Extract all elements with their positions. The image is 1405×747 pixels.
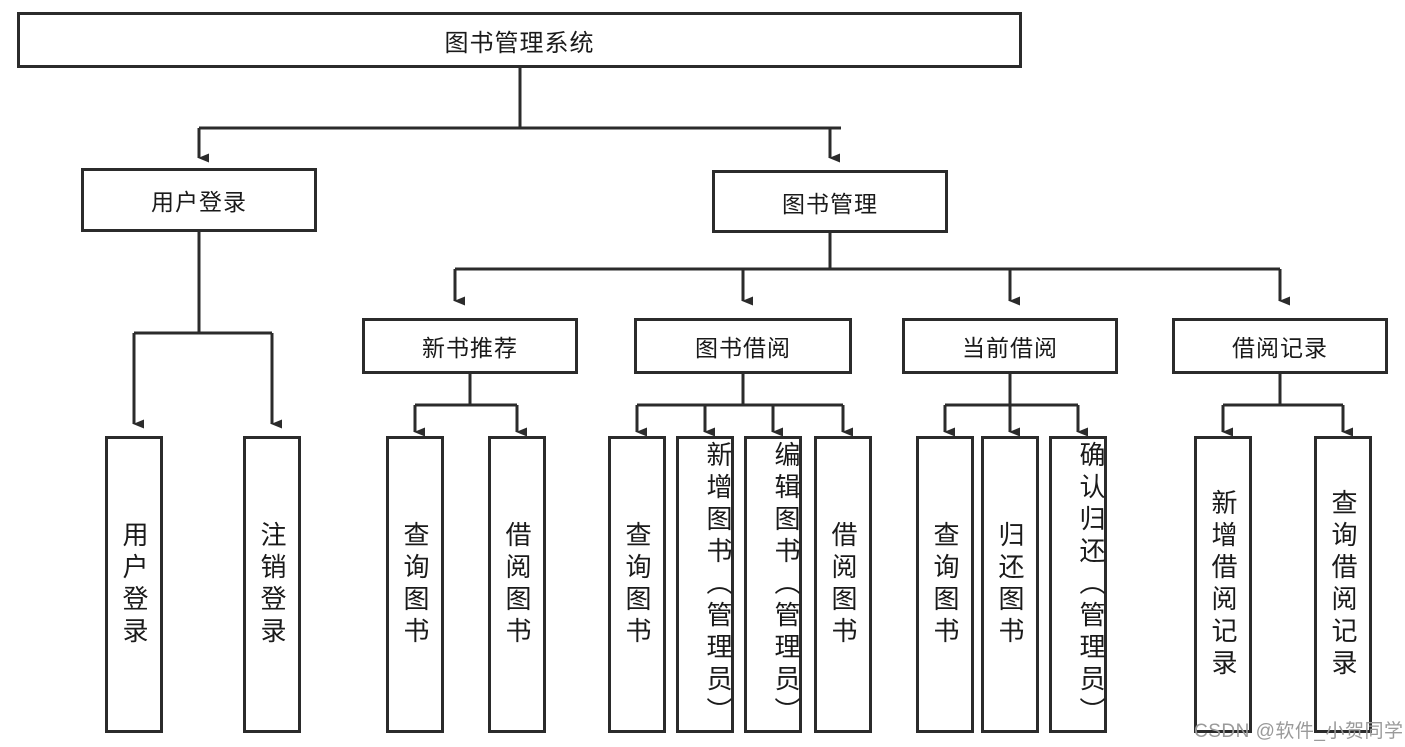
csdn-watermark: CSDN @软件_小贺同学 (1194, 721, 1404, 742)
leaf-edit-book[interactable]: 编辑图书（管理员） (744, 436, 802, 733)
leaf-query-book-3[interactable]: 查询图书 (916, 436, 974, 733)
leaf-label: 查询借阅记录 (1328, 488, 1358, 681)
leaf-label: 查询图书 (400, 520, 430, 649)
leaf-label: 编辑图书（管理员） (771, 440, 801, 729)
node-book-management[interactable]: 图书管理 (712, 170, 948, 233)
leaf-query-book-1[interactable]: 查询图书 (386, 436, 444, 733)
leaf-add-record[interactable]: 新增借阅记录 (1194, 436, 1252, 733)
leaf-confirm-return[interactable]: 确认归还（管理员） (1049, 436, 1107, 733)
leaf-query-book-2[interactable]: 查询图书 (608, 436, 666, 733)
leaf-label: 借阅图书 (502, 520, 532, 649)
leaf-add-book[interactable]: 新增图书（管理员） (676, 436, 734, 733)
node-user-login[interactable]: 用户登录 (81, 168, 317, 232)
leaf-label: 用户登录 (119, 520, 149, 649)
leaf-label: 查询图书 (930, 520, 960, 649)
leaf-borrow-book-1[interactable]: 借阅图书 (488, 436, 546, 733)
leaf-borrow-book-2[interactable]: 借阅图书 (814, 436, 872, 733)
node-root[interactable]: 图书管理系统 (17, 12, 1022, 68)
leaf-label: 借阅图书 (828, 520, 858, 649)
leaf-logout[interactable]: 注销登录 (243, 436, 301, 733)
leaf-label: 确认归还（管理员） (1076, 440, 1106, 729)
leaf-label: 注销登录 (257, 520, 287, 649)
leaf-label: 新增借阅记录 (1208, 488, 1238, 681)
node-borrow-record[interactable]: 借阅记录 (1172, 318, 1388, 374)
leaf-label: 归还图书 (995, 520, 1025, 649)
node-current-borrow[interactable]: 当前借阅 (902, 318, 1118, 374)
leaf-query-record[interactable]: 查询借阅记录 (1314, 436, 1372, 733)
leaf-return-book[interactable]: 归还图书 (981, 436, 1039, 733)
node-new-book-recommend[interactable]: 新书推荐 (362, 318, 578, 374)
leaf-label: 新增图书（管理员） (703, 440, 733, 729)
node-book-borrow[interactable]: 图书借阅 (634, 318, 852, 374)
leaf-user-login[interactable]: 用户登录 (105, 436, 163, 733)
leaf-label: 查询图书 (622, 520, 652, 649)
